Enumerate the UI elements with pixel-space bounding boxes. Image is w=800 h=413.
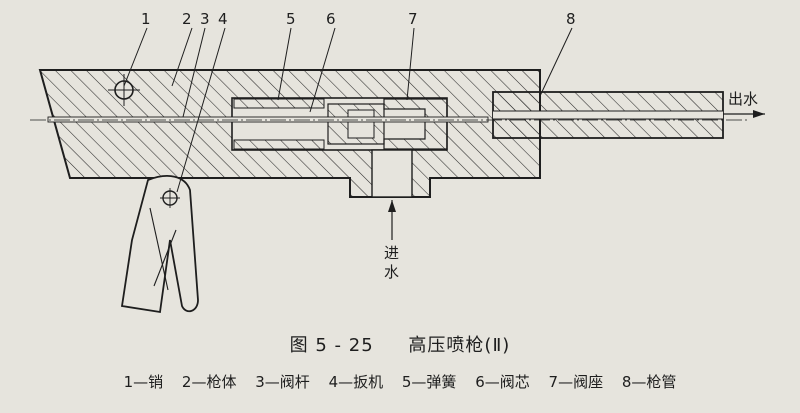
valve-core [327,103,385,145]
outlet-label: 出水 [728,90,758,108]
inlet-bore [371,149,413,198]
callout-6: 6 [326,10,336,28]
callout-3: 3 [200,10,210,28]
valve-seat [383,98,448,150]
leader-lines [123,27,573,193]
parts-legend: 1—销 2—枪体 3—阀杆 4—扳机 5—弹簧 6—阀芯 7—阀座 8—枪管 [0,371,800,392]
spring [233,98,325,150]
callout-labels: 1 2 3 4 5 6 7 8 [141,10,576,28]
legend-item: 1—销 [123,373,164,391]
legend-item: 6—阀芯 [475,373,530,391]
trigger [120,175,199,314]
legend-item: 8—枪管 [621,373,677,391]
callout-4: 4 [218,10,228,28]
legend-item: 5—弹簧 [401,373,457,391]
callout-2: 2 [182,10,192,28]
outlet-arrow [723,110,765,118]
figure-caption: 图 5 - 25 高压喷枪(Ⅱ) [0,331,800,357]
figure-number: 图 5 - 25 [289,335,374,356]
gun-tube [492,91,724,139]
inlet-arrow [388,200,396,240]
callout-8: 8 [566,10,576,28]
pin [108,74,140,106]
figure-title: 高压喷枪(Ⅱ) [408,335,511,356]
spray-gun-drawing: 1 2 3 4 5 6 7 8 出水 进 水 [30,10,765,314]
callout-1: 1 [141,10,151,28]
inlet-label-line1: 进 [384,244,399,262]
callout-7: 7 [408,10,418,28]
legend-item: 7—阀座 [548,373,604,391]
inlet-label-line2: 水 [384,263,399,281]
legend-item: 3—阀杆 [255,373,310,391]
legend-item: 2—枪体 [181,373,237,391]
legend-item: 4—扳机 [328,373,384,391]
valve-stem [47,116,489,123]
callout-5: 5 [286,10,296,28]
